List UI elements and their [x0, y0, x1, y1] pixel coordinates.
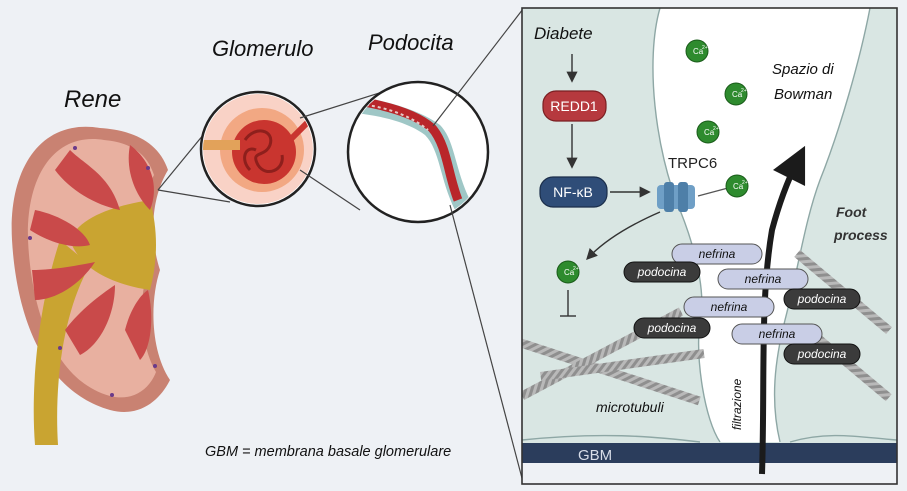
svg-text:podocina: podocina: [797, 292, 847, 306]
svg-text:nefrina: nefrina: [711, 300, 748, 314]
svg-text:2+: 2+: [573, 266, 579, 272]
foot-process-label-1: Foot: [836, 204, 868, 220]
ca-ion: Ca 2+: [685, 39, 709, 63]
redd1-label: REDD1: [550, 98, 598, 114]
svg-text:nefrina: nefrina: [759, 327, 796, 341]
podocyte-label: Podocita: [368, 30, 454, 55]
svg-text:Ca: Ca: [693, 47, 704, 56]
svg-text:2+: 2+: [702, 45, 708, 51]
podocyte-illustration: [346, 80, 490, 224]
gbm-footnote: GBM = membrana basale glomerulare: [205, 444, 451, 460]
svg-text:podocina: podocina: [637, 265, 687, 279]
svg-text:podocina: podocina: [647, 321, 697, 335]
ca-ion: Ca 2+: [696, 120, 720, 144]
svg-text:2+: 2+: [713, 126, 719, 132]
svg-text:Ca: Ca: [564, 268, 575, 277]
kidney-label: Rene: [64, 86, 121, 113]
kidney-illustration: [11, 126, 170, 445]
svg-text:Ca: Ca: [732, 90, 743, 99]
svg-text:podocina: podocina: [797, 347, 847, 361]
ca-entry-line: [697, 187, 729, 197]
trpc6-channel: [657, 182, 695, 212]
diabetes-label: Diabete: [534, 24, 593, 43]
nfkb-box: [539, 176, 608, 208]
nefrina-pill: nefrina: [671, 243, 763, 265]
ca-ion: Ca 2+: [725, 174, 749, 198]
glomerulus-label: Glomerulo: [212, 36, 313, 61]
gbm-label: GBM: [578, 447, 612, 464]
connector-line: [157, 189, 231, 203]
svg-text:nefrina: nefrina: [699, 247, 736, 261]
inhibition-symbol: [560, 290, 576, 317]
filtration-arrow: [759, 145, 806, 475]
nefrina-pill: nefrina: [717, 268, 809, 290]
ca-ion: Ca 2+: [556, 260, 580, 284]
kidney-pyramids: [30, 145, 154, 360]
redd1-box: [542, 90, 607, 122]
podocina-pill: podocina: [783, 288, 861, 310]
svg-text:Ca: Ca: [704, 128, 715, 137]
connector-line: [299, 169, 361, 211]
bowman-space-label-1: Spazio di: [772, 61, 834, 78]
microtubules-label: microtubuli: [596, 399, 665, 415]
trpc6-label: TRPC6: [668, 155, 717, 172]
arrow-trpc6-ca: [586, 211, 661, 261]
bowman-space-label-2: Bowman: [774, 86, 832, 103]
ca-ion: Ca 2+: [724, 82, 748, 106]
podocina-pill: podocina: [633, 317, 711, 339]
nefrina-pill: nefrina: [731, 323, 823, 345]
nfkb-label: NF-κB: [553, 184, 593, 200]
nefrina-pill: nefrina: [683, 296, 775, 318]
foot-process-label-2: process: [833, 227, 888, 243]
svg-text:nefrina: nefrina: [745, 272, 782, 286]
podocina-pill: podocina: [783, 343, 861, 365]
glomerulus-illustration: [199, 90, 317, 208]
filtration-label: filtrazione: [730, 378, 744, 430]
svg-text:Ca: Ca: [733, 182, 744, 191]
connector-line: [449, 204, 524, 483]
podocina-pill: podocina: [623, 261, 701, 283]
gbm-bar: [522, 443, 897, 463]
svg-text:2+: 2+: [742, 180, 748, 186]
svg-text:2+: 2+: [741, 88, 747, 94]
connector-line: [432, 8, 524, 127]
